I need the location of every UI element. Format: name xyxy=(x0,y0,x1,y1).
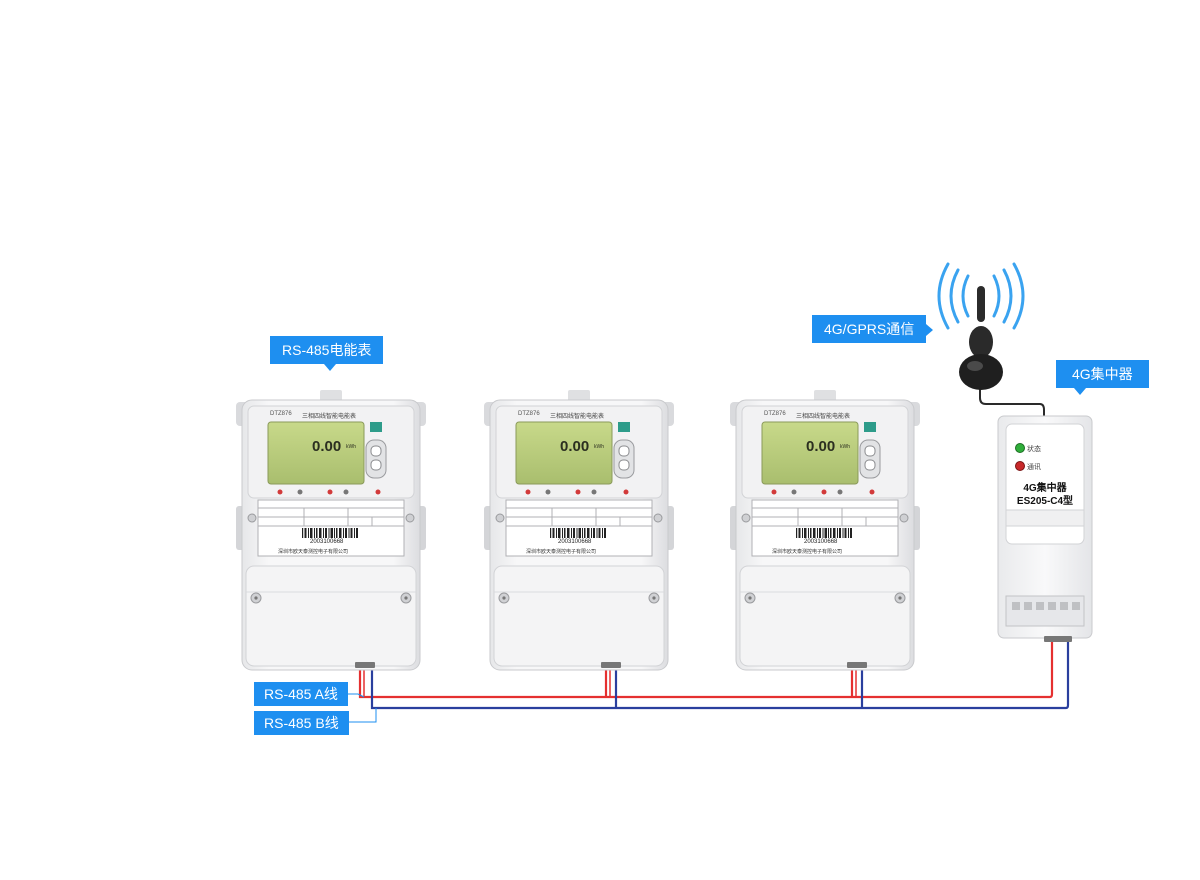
concentrator-callout: 4G集中器 xyxy=(1056,360,1149,395)
bus-b-callout-label: RS-485 B线 xyxy=(264,715,339,731)
meter-2 xyxy=(483,389,675,671)
bus-a-callout-label: RS-485 A线 xyxy=(264,686,338,702)
meter-callout: RS-485电能表 xyxy=(270,336,384,371)
bus-b-callout: RS-485 B线 xyxy=(254,711,349,735)
comm-callout-label: 4G/GPRS通信 xyxy=(824,321,915,337)
meter-1 xyxy=(235,389,427,671)
concentrator xyxy=(997,415,1093,642)
meter-callout-label: RS-485电能表 xyxy=(282,342,372,358)
rs485-a-wire xyxy=(358,640,1054,699)
antenna xyxy=(937,262,1025,390)
bus-a-callout: RS-485 A线 xyxy=(254,682,348,706)
comm-callout: 4G/GPRS通信 xyxy=(812,315,934,343)
concentrator-callout-label: 4G集中器 xyxy=(1072,366,1133,382)
meter-3 xyxy=(729,389,921,671)
rs485-b-wire xyxy=(370,640,1070,710)
